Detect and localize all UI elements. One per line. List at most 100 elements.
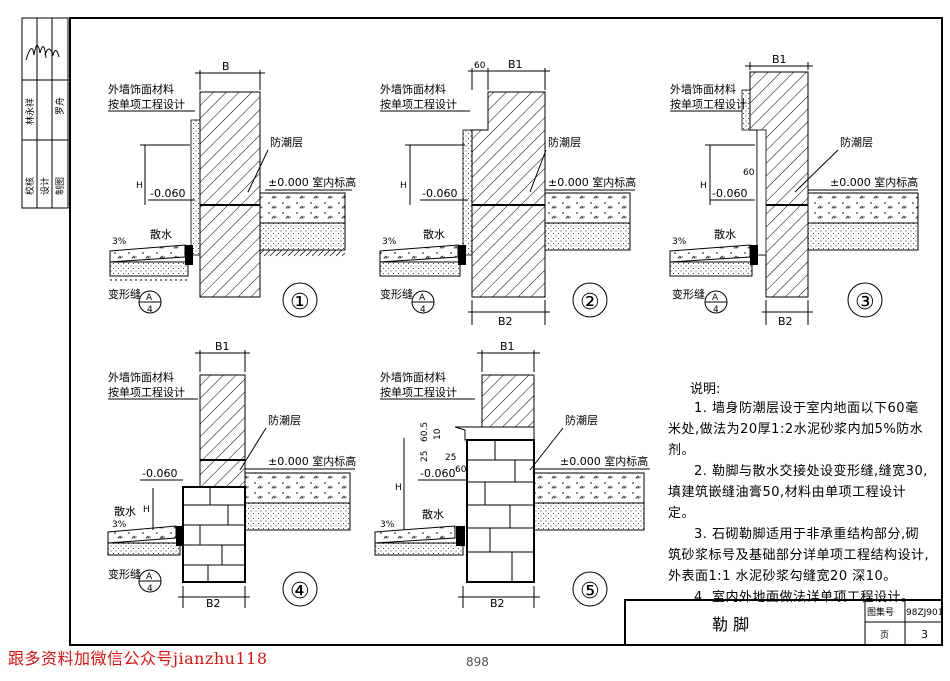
watermark-text: 跟多资料加微信公众号jianzhu118 — [8, 649, 268, 668]
facing-label-1a: 外墙饰面材料 — [108, 82, 174, 96]
detail-3: B1 外墙饰面材料 按单项工程设计 防潮层 60 ±0.000 室内标高 H -… — [669, 53, 919, 328]
note-1: 1. 墙身防潮层设于室内地面以下60毫米处,做法为20厚1:2水泥砂浆内加5%防… — [668, 401, 924, 458]
floor-label-1: ±0.000 室内标高 — [268, 175, 356, 189]
dim-B2-3: B2 — [778, 315, 793, 328]
slope-label-3: 3% — [672, 237, 687, 247]
notes-block: 1. 墙身防潮层设于室内地面以下60毫米处,做法为20厚1:2水泥砂浆内加5%防… — [668, 398, 930, 608]
dim-H-5: H — [395, 483, 402, 493]
detail-4: B1 外墙饰面材料 按单项工程设计 防潮层 ±0.000 室内标高 -0.060… — [107, 340, 356, 610]
svg-text:4: 4 — [147, 305, 153, 315]
atlas-label: 图集号 — [867, 606, 894, 618]
detail-5: B1 外墙饰面材料 按单项工程设计 防潮层 60.5 10 25 25 60 ±… — [374, 340, 650, 610]
svg-text:A: A — [146, 572, 153, 582]
role-check: 校核 — [24, 177, 36, 195]
title-block: 勒 脚 图集号 98ZJ901 页 3 — [624, 599, 943, 646]
dim-60-5a: 60.5 — [420, 422, 430, 442]
apron-label-5: 散水 — [422, 507, 444, 521]
detail-number-5: ⑤ — [580, 579, 600, 604]
dim-60-3: 60 — [743, 168, 755, 178]
apron-label-3: 散水 — [714, 227, 736, 241]
slope-label-5: 3% — [380, 520, 395, 530]
dpc-label-3: 防潮层 — [840, 135, 873, 149]
dpc-label-5: 防潮层 — [565, 413, 598, 427]
svg-text:4: 4 — [147, 584, 153, 594]
dim-60-5b: 60 — [455, 465, 467, 475]
stamp-1: 林永祥 — [24, 98, 36, 125]
dpc-label-4: 防潮层 — [268, 413, 301, 427]
floor-label-3: ±0.000 室内标高 — [830, 175, 918, 189]
svg-text:A: A — [146, 293, 153, 303]
dim-H-2: H — [400, 181, 407, 191]
ground-label-4: -0.060 — [142, 467, 177, 480]
ground-label-2: -0.060 — [422, 187, 457, 200]
dpc-label-1: 防潮层 — [270, 135, 303, 149]
dim-B1-4: B1 — [215, 340, 230, 353]
dim-B2-5: B2 — [490, 597, 505, 610]
notes-title: 说明: — [690, 382, 721, 397]
svg-text:4: 4 — [713, 305, 719, 315]
dim-B1-3: B1 — [772, 53, 787, 66]
dim-B: B — [222, 60, 230, 73]
floor-label-4: ±0.000 室内标高 — [268, 454, 356, 468]
stamp-2: 罗舟 — [54, 97, 66, 115]
dim-25-5b: 25 — [445, 453, 456, 463]
slope-label-2: 3% — [382, 237, 397, 247]
svg-text:A: A — [419, 293, 426, 303]
page-number: 898 — [466, 655, 489, 669]
detail-number-4: ④ — [290, 579, 310, 604]
dim-H-4: H — [143, 505, 150, 515]
apron-label-4: 散水 — [114, 504, 136, 518]
svg-text:A: A — [712, 293, 719, 303]
detail-number-3: ③ — [855, 290, 875, 315]
role-design: 设计 — [39, 177, 51, 195]
dim-B1-5: B1 — [500, 340, 515, 353]
page-number-cell: 3 — [921, 628, 928, 641]
apron-label-2: 散水 — [423, 227, 445, 241]
dim-H-3: H — [700, 181, 707, 191]
dim-H-1: H — [136, 181, 143, 191]
facing-label-3a: 外墙饰面材料 — [670, 82, 736, 96]
joint-label-3: 变形缝 — [672, 287, 705, 301]
dim-10-5: 10 — [433, 428, 443, 440]
dim-B2-2: B2 — [498, 315, 513, 328]
ground-label-3: -0.060 — [712, 187, 747, 200]
dim-60-2: 60 — [474, 61, 486, 71]
detail-2: 60 B1 外墙饰面材料 按单项工程设计 防潮层 ±0.000 室内标高 H -… — [379, 58, 636, 328]
drawing-title: 勒 脚 — [712, 615, 749, 634]
facing-label-3b: 按单项工程设计 — [670, 97, 747, 111]
page-label: 页 — [880, 630, 889, 641]
floor-label-5: ±0.000 室内标高 — [560, 454, 648, 468]
signature-scribble — [25, 45, 60, 61]
joint-label-2: 变形缝 — [380, 287, 413, 301]
facing-label-5a: 外墙饰面材料 — [380, 370, 446, 384]
note-3: 3. 石砌勒脚适用于非承重结构部分,砌筑砂浆标号及基础部分详单项工程结构设计,外… — [668, 527, 930, 584]
detail-number-2: ② — [580, 290, 600, 315]
ground-label-1: -0.060 — [150, 187, 185, 200]
svg-text:4: 4 — [420, 305, 426, 315]
signature-table: 林永祥 罗舟 校核 设计 制图 — [21, 17, 69, 209]
joint-label-1: 变形缝 — [108, 287, 141, 301]
note-2: 2. 勒脚与散水交接处设变形缝,缝宽30,填建筑嵌缝油膏50,材料由单项工程设计… — [668, 464, 928, 521]
note-4: 4. 室内外地面做法详单项工程设计。 — [694, 590, 915, 605]
facing-label-5b: 按单项工程设计 — [380, 385, 457, 399]
facing-label-4a: 外墙饰面材料 — [108, 370, 174, 384]
joint-label-4: 变形缝 — [108, 567, 141, 581]
role-draw: 制图 — [54, 177, 66, 195]
dim-B1-2: B1 — [508, 58, 523, 71]
facing-label-2a: 外墙饰面材料 — [380, 82, 446, 96]
detail-number-1: ① — [290, 290, 310, 315]
facing-label-1b: 按单项工程设计 — [108, 97, 185, 111]
slope-label-1: 3% — [112, 237, 127, 247]
slope-label-4: 3% — [112, 520, 127, 530]
ground-label-5: -0.060 — [420, 467, 455, 480]
floor-label-2: ±0.000 室内标高 — [548, 175, 636, 189]
facing-label-2b: 按单项工程设计 — [380, 97, 457, 111]
dim-B2-4: B2 — [206, 597, 221, 610]
dim-25-5: 25 — [420, 451, 430, 462]
dpc-label-2: 防潮层 — [548, 135, 581, 149]
detail-1: B 外墙饰面材料 按单项工程设计 防潮层 ±0.000 室内标高 H -0.06… — [108, 60, 356, 318]
apron-label-1: 散水 — [150, 227, 172, 241]
facing-label-4b: 按单项工程设计 — [108, 385, 185, 399]
atlas-number: 98ZJ901 — [906, 608, 943, 618]
